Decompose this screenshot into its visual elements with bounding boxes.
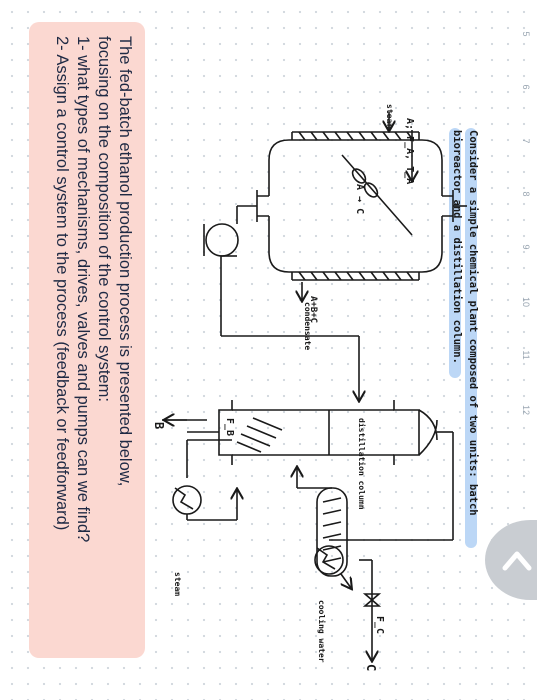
- distillation-column: [218, 400, 438, 465]
- task-line-1: The fed-batch ethanol production process…: [116, 36, 134, 487]
- reboiler: [172, 439, 237, 521]
- column-feed-line: [220, 256, 359, 400]
- distillate-flow-label: F_C: [374, 616, 385, 634]
- cooling-water-label: cooling water: [317, 600, 327, 663]
- reboiler-steam-label: steam: [173, 572, 182, 596]
- distillate-line: [359, 559, 372, 660]
- overhead-line: [329, 431, 454, 541]
- distillate-label: C: [364, 664, 378, 671]
- task-line-4: 2- Assign a control system to the proces…: [53, 36, 71, 531]
- bottoms-line: [162, 419, 219, 433]
- reaction-label: A → C: [354, 184, 365, 214]
- bottoms-flow-label: F_B: [224, 418, 235, 436]
- mixture-label: A+B+C: [308, 296, 318, 323]
- reflux-line: [297, 468, 332, 489]
- bioreactor-vessel: [256, 131, 454, 281]
- chevron-left-icon: [502, 551, 532, 571]
- steam-in-label: steam: [385, 104, 394, 128]
- feed-label: A; F_A, T_A: [404, 118, 415, 184]
- agitator: [341, 154, 413, 236]
- condensate-label: condensate: [303, 302, 312, 350]
- reactor-outlet-line: [236, 205, 257, 224]
- distillate-valve[interactable]: [362, 593, 382, 607]
- task-line-2: focusing on the composition of the contr…: [95, 36, 113, 402]
- column-label: distillation column: [357, 418, 367, 510]
- pump: [203, 223, 239, 257]
- task-box: The fed-batch ethanol production process…: [29, 22, 145, 658]
- condenser: [314, 545, 351, 588]
- bottoms-label: B: [152, 422, 166, 429]
- task-line-3: 1- what types of mechanisms, drives, val…: [74, 36, 92, 543]
